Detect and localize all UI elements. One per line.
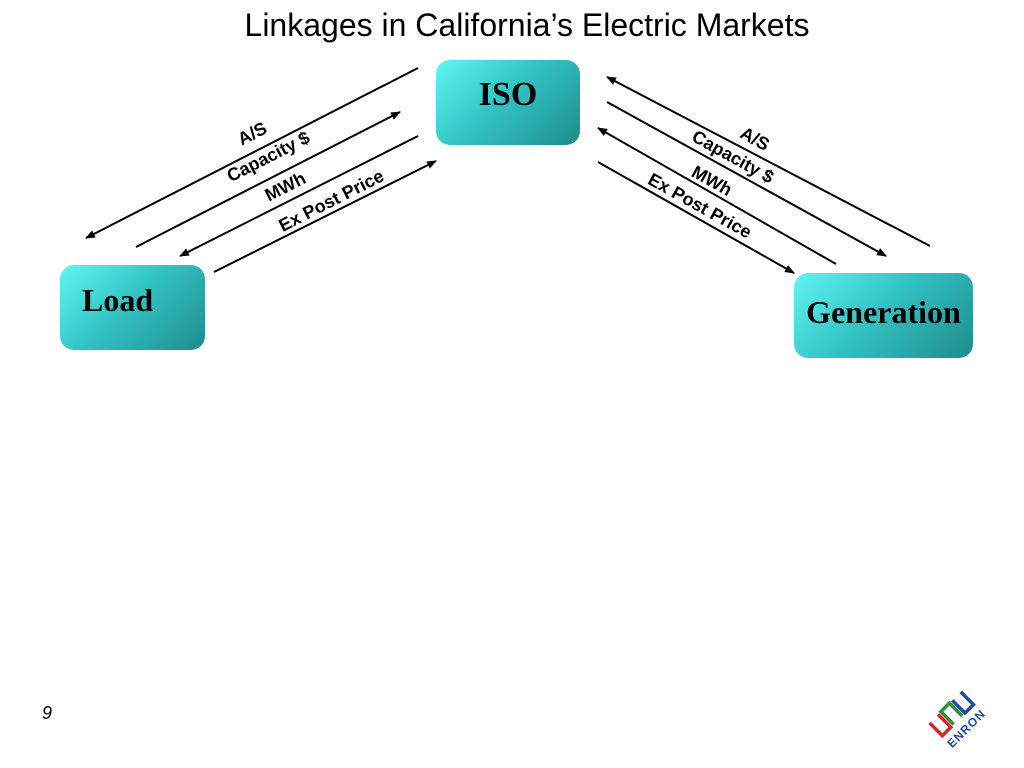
load-node-label: Load [82,282,154,318]
generation-node: Generation [794,273,973,358]
logo-loop-red [928,713,954,739]
generation-node-label: Generation [806,294,961,330]
iso-node: ISO [436,60,580,145]
logo-loop-blue [950,690,976,716]
right-capacity-arrow [606,101,887,257]
page-number: 9 [42,703,53,723]
logo-loop-green [938,700,964,726]
left-ex-post-price-arrow [213,160,437,273]
left-mwh-arrow [179,135,419,257]
left-flow-label-mwh: MWh [262,168,309,205]
load-node: Load [60,265,205,350]
right-mwh-arrow [597,127,837,265]
right-ex-post-price-arrow [597,161,795,274]
left-flow-label-as: A/S [234,118,270,149]
slide-title: Linkages in California’s Electric Market… [244,7,810,43]
iso-node-label: ISO [478,76,538,113]
enron-logo: ENRON [928,690,988,748]
left-capacity-arrow [135,111,401,248]
left-as-arrow [85,67,419,239]
right-as-arrow [606,76,931,247]
